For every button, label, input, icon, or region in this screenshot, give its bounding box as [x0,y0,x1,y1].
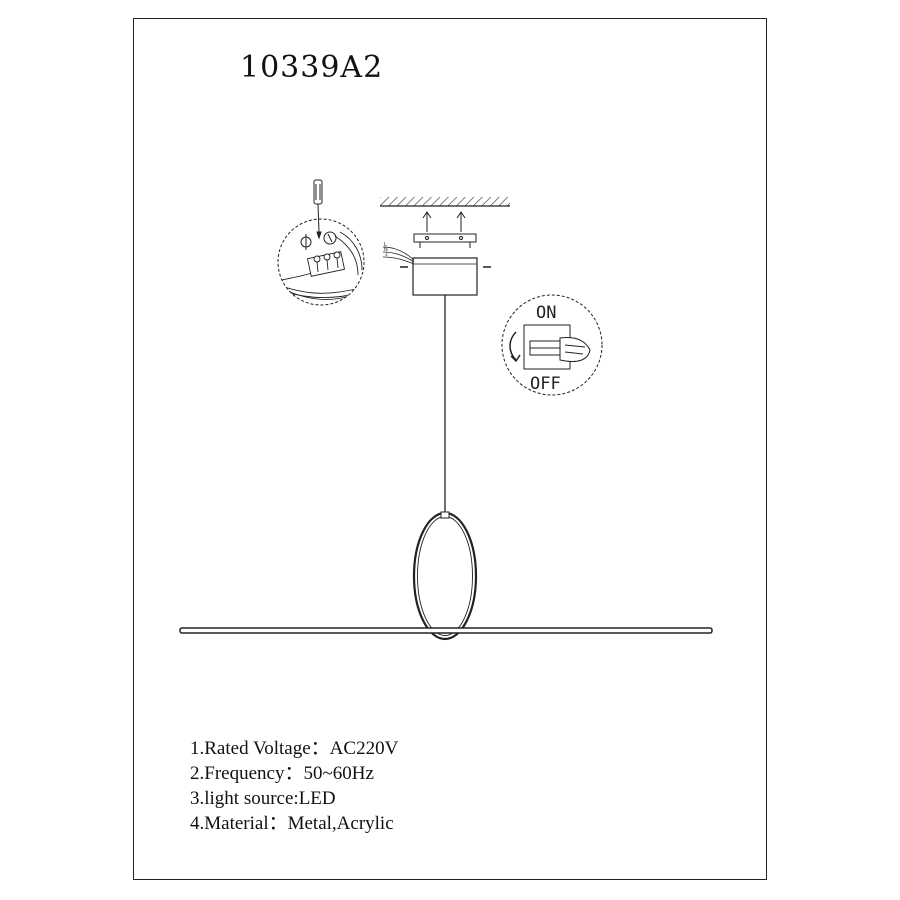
svg-text:N: N [384,247,388,253]
spec-light-source: 3.light source:LED [190,788,336,809]
ceiling [380,197,510,207]
svg-text:⏚: ⏚ [384,251,389,258]
switch-off-label: OFF [530,374,561,394]
lamp-ring [412,511,478,641]
wire-labels: L N ⏚ [384,242,389,258]
model-number: 10339A2 [240,50,384,85]
spec-rated-voltage: 1.Rated Voltage：AC220V [190,738,399,759]
switch-on-label: ON [536,303,556,323]
switch-detail: ON OFF [501,294,603,396]
svg-text:L: L [384,242,387,248]
spec-material: 4.Material：Metal,Acrylic [190,813,394,834]
canopy [412,257,478,296]
screw-arrows-icon [422,211,466,232]
supply-wires [382,246,415,265]
lamp-bar [179,627,713,634]
drawing-sheet-border [133,18,767,880]
specification-list: 1.Rated Voltage：AC220V 2.Frequency：50~60… [190,736,398,836]
mounting-bracket [413,233,477,248]
screwdriver-icon [313,179,323,240]
rotate-arrow-icon [509,331,521,363]
wiring-detail [277,218,365,306]
spec-frequency: 2.Frequency：50~60Hz [190,763,374,784]
